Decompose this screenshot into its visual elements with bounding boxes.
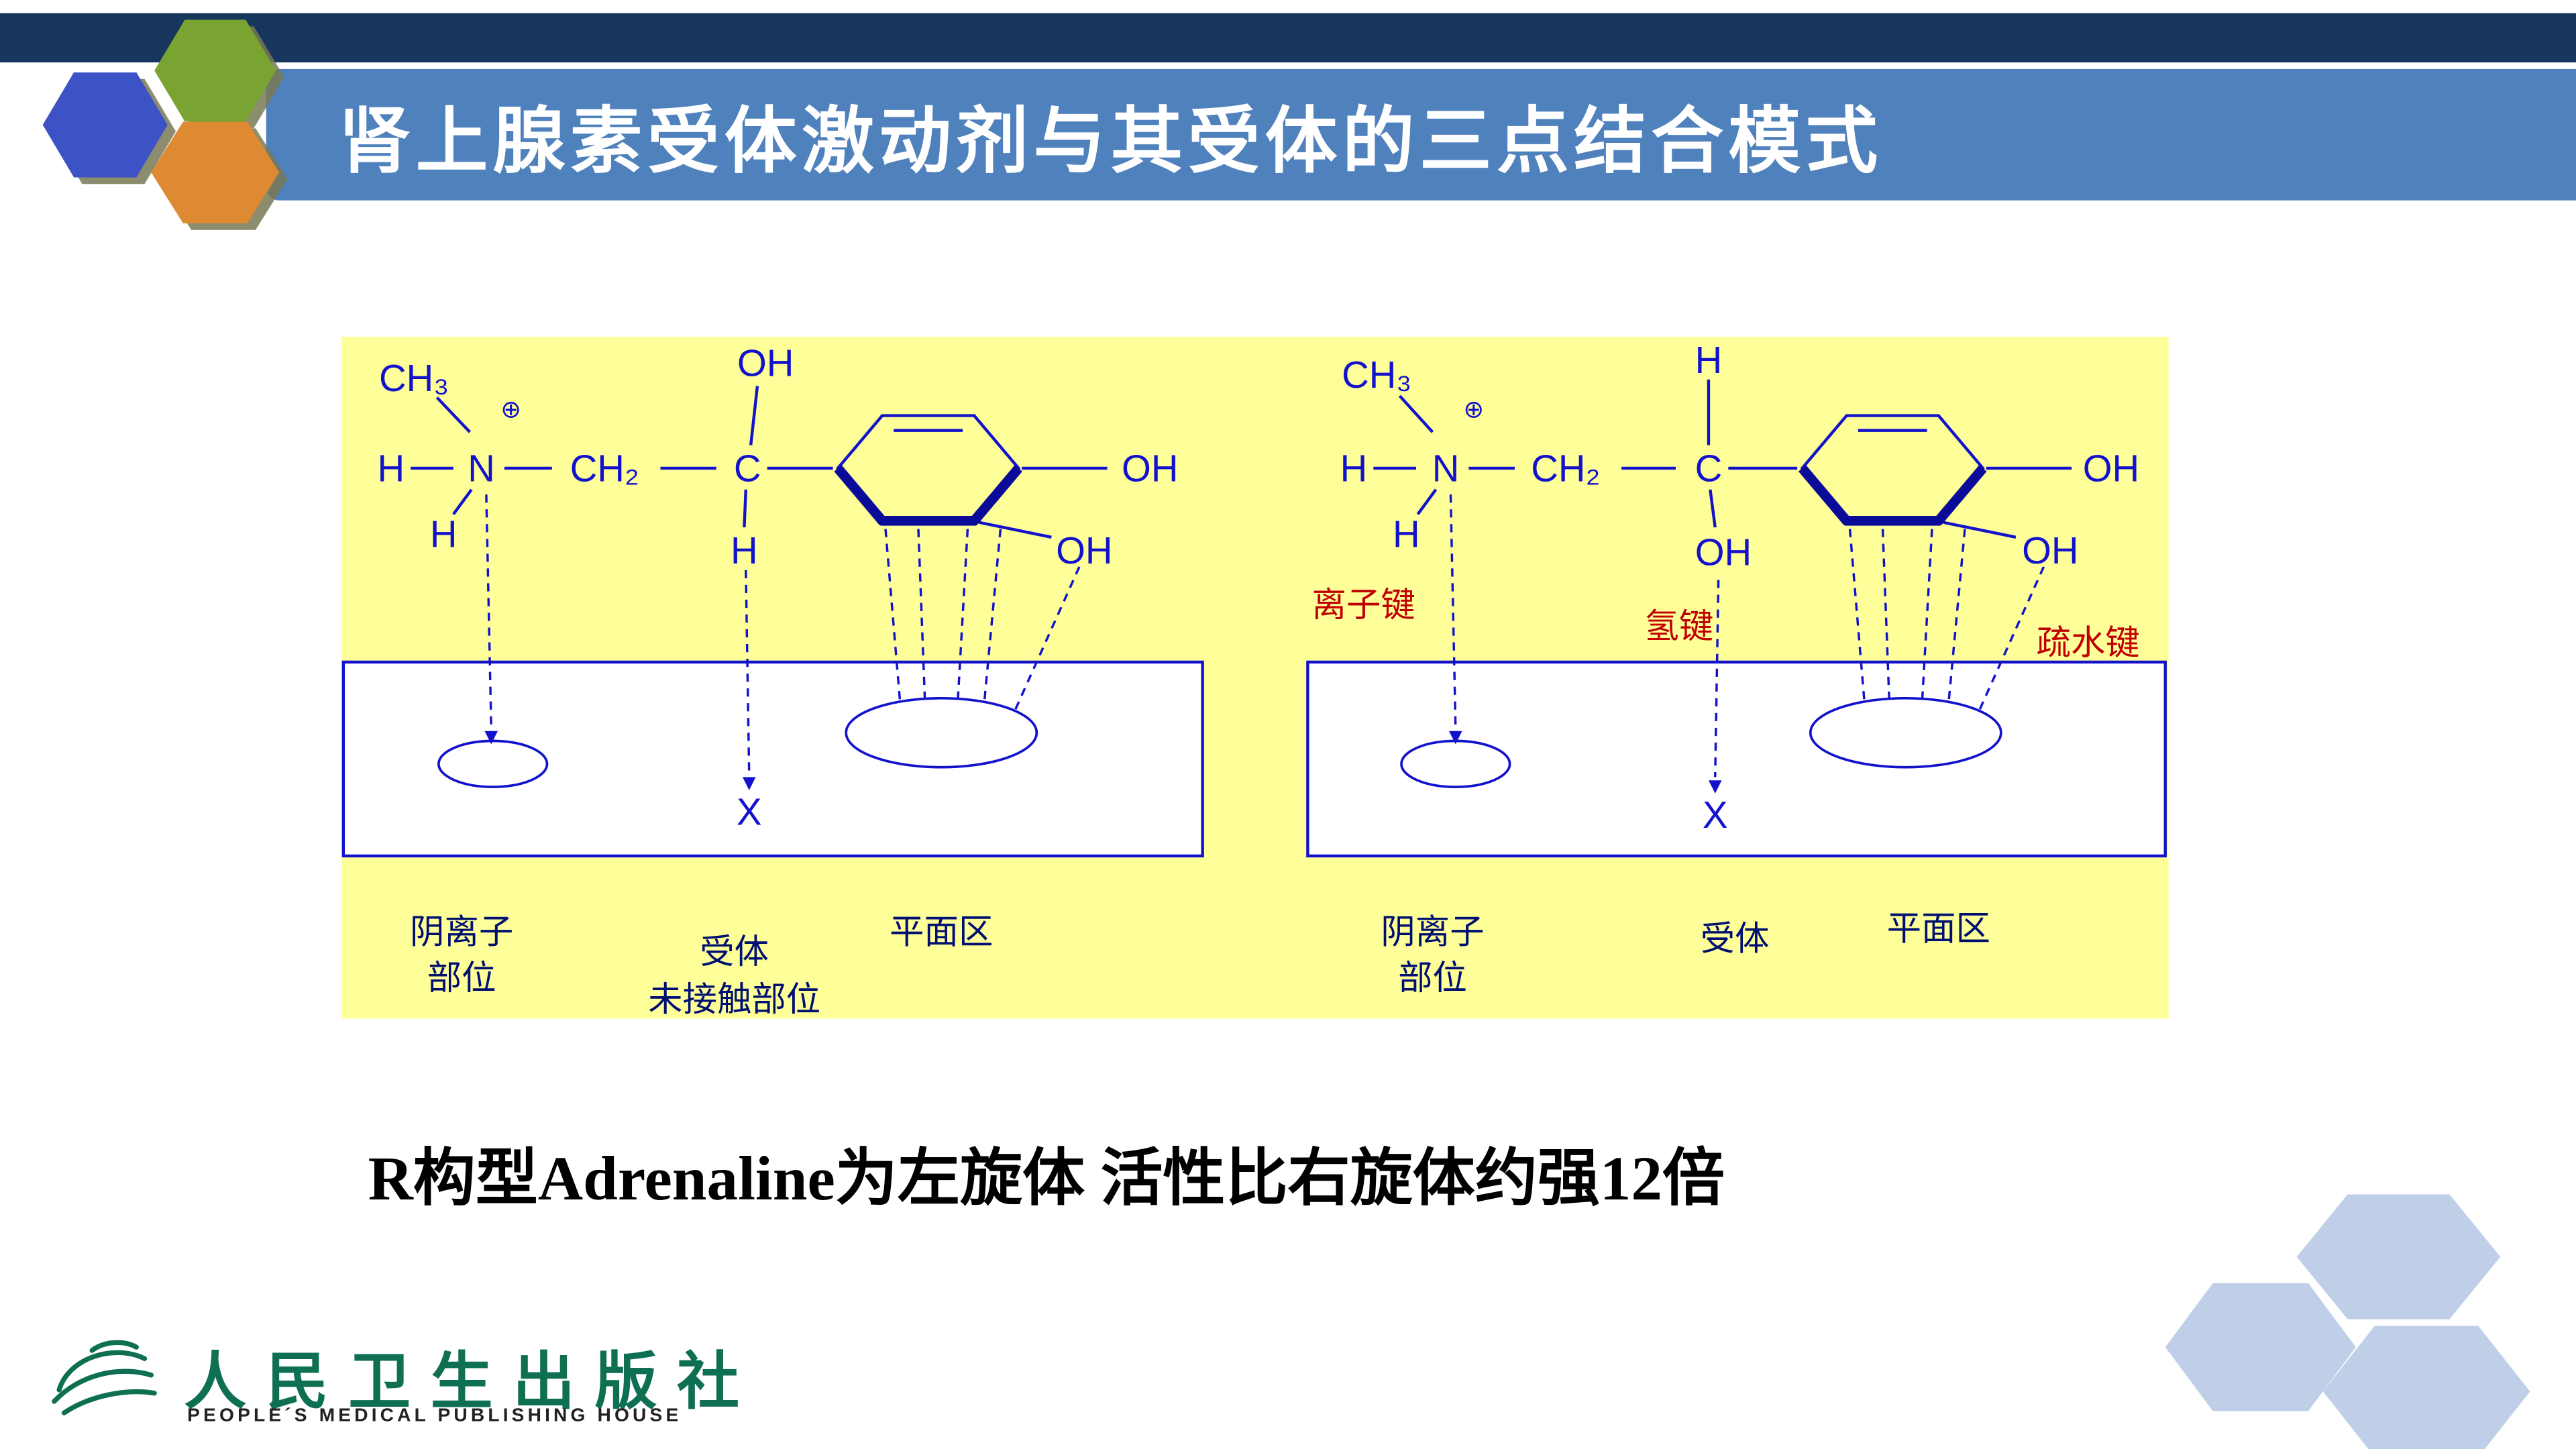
decor-hexagon-pale-top (2296, 1194, 2501, 1320)
left-structure-bonds (411, 386, 1108, 539)
right-oh-para-label: OH (2083, 447, 2139, 489)
ionic-bond-label: 离子键 (1312, 585, 1415, 624)
right-c-label: C (1695, 447, 1723, 489)
header-navy-strip (0, 13, 2576, 63)
left-nocontact-label-1: 受体 (700, 932, 769, 971)
publisher-name-en: PEOPLE´S MEDICAL PUBLISHING HOUSE (187, 1406, 682, 1426)
left-h-below-c-label: H (731, 529, 758, 572)
left-oh-meta-label: OH (1056, 529, 1112, 572)
left-plus-charge: ⊕ (500, 395, 521, 423)
right-oh-meta-label: OH (2022, 529, 2078, 572)
hexagon-shape (154, 19, 276, 122)
left-oh-para-label: OH (1122, 447, 1178, 489)
binding-diagram-svg: CH₃ ⊕ H N CH₂ C OH H H OH OH X 阴离子 部位 受体… (341, 339, 2167, 1018)
left-h-label: H (378, 447, 405, 489)
right-h-top-label: H (1695, 339, 1723, 381)
hydrogen-bond-label: 氢键 (1644, 606, 1713, 645)
decor-hexagon-pale-bottom (2322, 1326, 2530, 1449)
binding-diagram-panel: CH₃ ⊕ H N CH₂ C OH H H OH OH X 阴离子 部位 受体… (341, 337, 2169, 1019)
left-oh-top-label: OH (737, 342, 794, 384)
right-oh-below-c-label: OH (1695, 531, 1752, 573)
left-c-label: C (734, 447, 761, 489)
left-x-label: X (737, 790, 762, 833)
left-h-below-n-label: H (430, 513, 458, 555)
right-receptor-label: 受体 (1701, 918, 1770, 957)
right-ch3-label: CH₃ (1342, 354, 1411, 396)
header-title-band: 肾上腺素受体激动剂与其受体的三点结合模式 (266, 68, 2576, 201)
left-ch3-label: CH₃ (379, 357, 449, 399)
right-anionic-site-label-1: 阴离子 (1381, 912, 1484, 951)
decor-hexagon-pale-left (2165, 1283, 2356, 1411)
right-interaction-dashes (1449, 494, 2045, 794)
left-n-label: N (468, 447, 495, 489)
right-ch2-label: CH₂ (1531, 447, 1600, 489)
right-x-label: X (1703, 794, 1728, 836)
left-ch2-label: CH₂ (570, 447, 639, 489)
right-n-label: N (1432, 447, 1460, 489)
left-receptor-surface (341, 660, 1204, 858)
left-benzene-bold-edge (834, 465, 1022, 526)
left-anionic-site-label-2: 部位 (427, 958, 496, 997)
hexagon-shape (151, 121, 280, 224)
left-planar-site-ellipse (845, 696, 1038, 769)
right-anionic-site-label-2: 部位 (1398, 958, 1467, 997)
decor-hexagon-orange (151, 121, 280, 224)
right-plus-charge: ⊕ (1463, 395, 1484, 423)
right-receptor-surface (1306, 660, 2167, 858)
left-anionic-site-label-1: 阴离子 (410, 912, 513, 951)
publisher-name-cn: 人民卫生出版社 (184, 1348, 759, 1418)
left-structure: CH₃ ⊕ H N CH₂ C OH H H OH OH X 阴离子 部位 受体… (341, 342, 1204, 1018)
decor-hexagon-blue (42, 72, 168, 178)
left-nocontact-label-2: 未接触部位 (648, 979, 820, 1018)
right-planar-site-ellipse (1809, 696, 2002, 769)
left-interaction-dashes (484, 494, 1081, 790)
right-planar-label: 平面区 (1887, 909, 1990, 948)
slide-title: 肾上腺素受体激动剂与其受体的三点结合模式 (338, 101, 1883, 182)
left-planar-label: 平面区 (890, 912, 993, 951)
right-structure-bonds (1373, 379, 2072, 539)
right-structure: CH₃ ⊕ H N CH₂ C H H OH OH OH X 离子键 氢键 疏水… (1306, 339, 2167, 997)
hydrophobic-bond-label: 疏水键 (2037, 623, 2140, 662)
decor-hexagon-green (154, 19, 276, 122)
right-benzene-bold-edge (1798, 465, 1987, 526)
hexagon-shape (42, 72, 168, 178)
right-h-below-n-label: H (1393, 513, 1420, 555)
caption: R构型Adrenaline为左旋体 活性比右旋体约强12倍 (368, 1144, 1725, 1214)
pmph-logo-icon (52, 1340, 157, 1415)
right-h-label: H (1340, 447, 1368, 489)
